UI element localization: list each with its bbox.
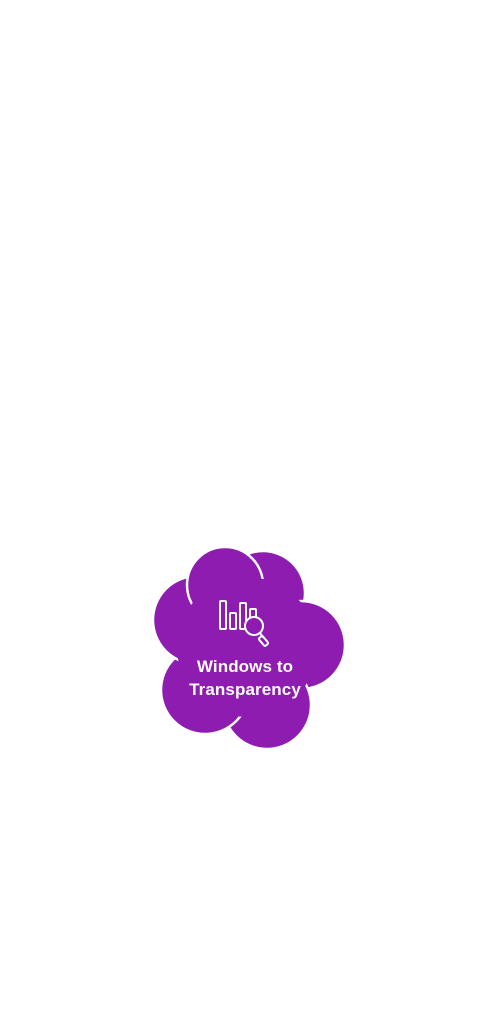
- bar-chart-magnifier-icon: [217, 597, 275, 649]
- flower-shape: [151, 545, 347, 751]
- badge-title-line2: Transparency: [189, 680, 301, 699]
- badge-title: Windows to Transparency: [165, 655, 325, 701]
- windows-to-transparency-badge[interactable]: Windows to Transparency: [145, 545, 350, 755]
- flower-center: [177, 577, 317, 717]
- badge-title-line1: Windows to: [196, 657, 294, 676]
